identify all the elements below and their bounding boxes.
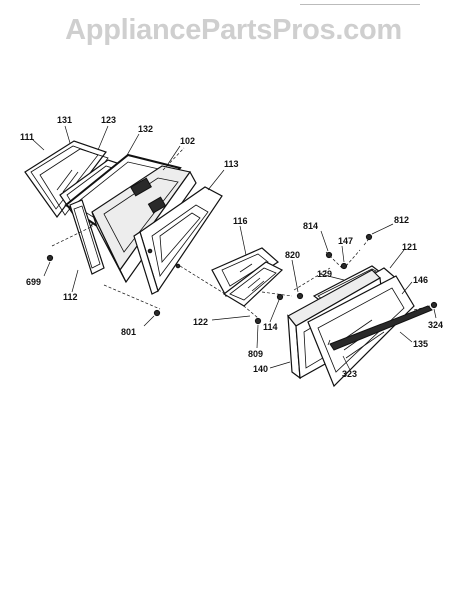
fastener-820[interactable]: [296, 292, 304, 300]
callout-116: 116: [233, 216, 248, 226]
part-handle-bar[interactable]: [327, 305, 433, 351]
callout-812: 812: [394, 215, 409, 225]
part-112-inner-panel[interactable]: [69, 199, 105, 275]
fastener-147[interactable]: [340, 262, 348, 270]
callout-801: 801: [121, 327, 136, 337]
callout-809: 809: [248, 349, 263, 359]
callout-140: 140: [253, 364, 268, 374]
callout-102: 102: [180, 136, 195, 146]
callout-131: 131: [57, 115, 72, 125]
callout-113: 113: [224, 159, 239, 169]
callout-699: 699: [26, 277, 41, 287]
callout-820: 820: [285, 250, 300, 260]
fastener-809[interactable]: [254, 317, 262, 325]
callout-135: 135: [413, 339, 428, 349]
watermark-banner: AppliancePartsPros.com: [65, 14, 402, 46]
fastener-812[interactable]: [365, 233, 373, 241]
callout-112: 112: [63, 292, 78, 302]
callout-122: 122: [193, 317, 208, 327]
callout-111: 111: [20, 132, 34, 142]
callout-324: 324: [428, 320, 443, 330]
callout-129: 129: [317, 269, 332, 279]
callout-121: 121: [402, 242, 417, 252]
callout-leaders: [31, 125, 437, 371]
callout-147: 147: [338, 236, 353, 246]
part-116-window-frame[interactable]: [211, 247, 279, 297]
part-122-window-glass[interactable]: [222, 261, 284, 307]
callout-114: 114: [263, 322, 278, 332]
callout-323: 323: [342, 369, 357, 379]
top-edge-line: [300, 0, 420, 5]
callout-814: 814: [303, 221, 318, 231]
fastener-699[interactable]: [46, 254, 54, 262]
fastener-801[interactable]: [153, 309, 161, 317]
callout-146: 146: [413, 275, 428, 285]
part-131-gasket[interactable]: [39, 148, 109, 216]
callout-123: 123: [101, 115, 116, 125]
callout-132: 132: [138, 124, 153, 134]
fastener-114[interactable]: [276, 293, 284, 301]
part-113-outer-door-panel[interactable]: [133, 186, 223, 295]
fastener-324[interactable]: [430, 301, 438, 309]
fastener-814[interactable]: [325, 251, 333, 259]
